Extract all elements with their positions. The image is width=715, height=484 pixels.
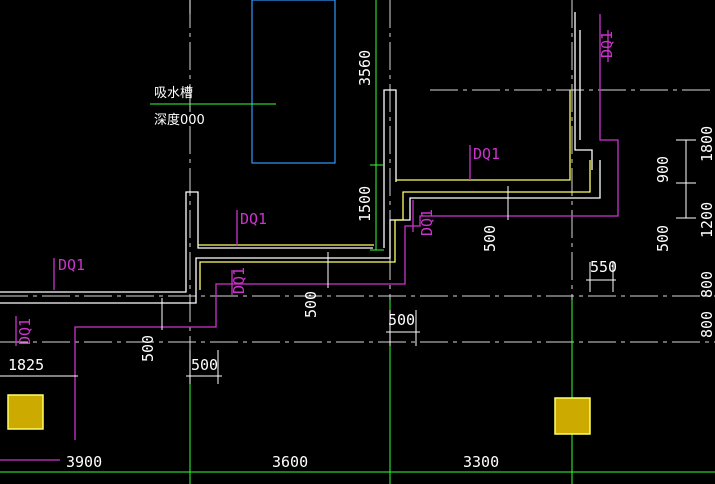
dim-label: 900 xyxy=(654,156,672,183)
dimension-ticks xyxy=(0,0,696,384)
dim-label: 550 xyxy=(590,258,617,276)
beam-label: DQ1 xyxy=(418,209,436,236)
dim-label: 500 xyxy=(139,335,157,362)
dim-label: 500 xyxy=(302,291,320,318)
column-left xyxy=(7,394,44,430)
wall-line xyxy=(383,89,397,248)
dim-label: 800 xyxy=(698,311,715,338)
beam-label: DQ1 xyxy=(598,31,616,58)
wall-line xyxy=(0,191,373,293)
dim-label: 3900 xyxy=(66,453,102,471)
beam-line xyxy=(74,14,619,440)
dim-label: 3300 xyxy=(463,453,499,471)
slab-edge-line xyxy=(199,160,591,290)
dim-label: 1825 xyxy=(8,356,44,374)
dim-label: 3600 xyxy=(272,453,308,471)
dim-label: 3560 xyxy=(356,50,374,86)
slab-edges xyxy=(198,90,591,290)
dim-label: 500 xyxy=(654,225,672,252)
slab-edge-line xyxy=(396,90,571,181)
beam-label: DQ1 xyxy=(240,210,267,228)
beam-label: DQ1 xyxy=(58,256,85,274)
beam-lines xyxy=(0,14,619,461)
sump-depth-label: 深度000 xyxy=(154,112,205,128)
wall-line xyxy=(574,12,593,170)
dim-label: 1200 xyxy=(698,202,715,238)
beam-label: DQ1 xyxy=(230,267,248,294)
dim-label: 800 xyxy=(698,271,715,298)
beam-label: DQ1 xyxy=(473,145,500,163)
walls xyxy=(0,12,601,304)
sump-outline xyxy=(251,0,336,164)
beam-label: DQ1 xyxy=(16,318,34,345)
dim-label: 500 xyxy=(191,356,218,374)
dim-label: 1800 xyxy=(698,126,715,162)
sump-label: 吸水槽 xyxy=(154,86,193,101)
columns xyxy=(7,394,591,435)
column-right xyxy=(554,397,591,435)
dim-label: 500 xyxy=(388,311,415,329)
wall-line xyxy=(0,160,601,304)
dim-label: 500 xyxy=(481,225,499,252)
dim-label: 1500 xyxy=(356,186,374,222)
